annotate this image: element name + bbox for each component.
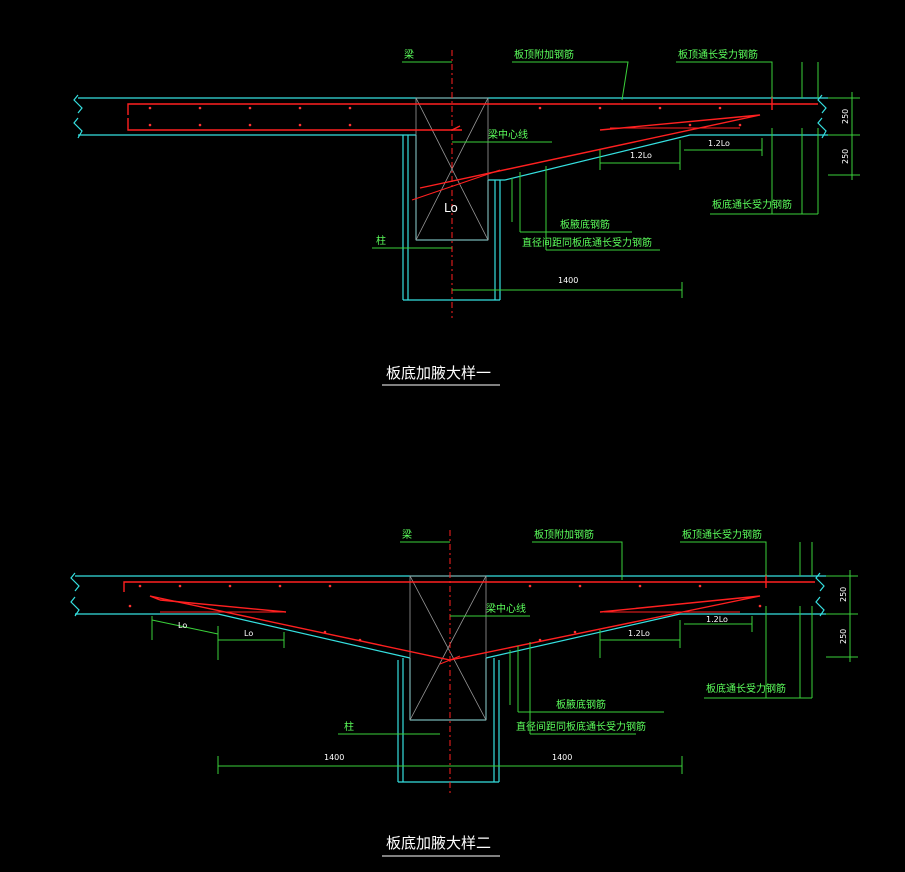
beam-box-2 [409,575,487,721]
label-lo-1: Lo [444,201,458,215]
detail-2: 梁 板顶附加钢筋 板顶通长受力钢筋 梁中心线 板腋底钢筋 直径间距同板底通长受力… [70,528,858,857]
texts-2: 梁 板顶附加钢筋 板顶通长受力钢筋 梁中心线 板腋底钢筋 直径间距同板底通长受力… [178,528,848,852]
texts-1: 梁 板顶附加钢筋 板顶通长受力钢筋 梁中心线 板腋底钢筋 直径间距同板底通长受力… [376,48,850,382]
title-detail-2: 板底加腋大样二 [386,834,491,852]
leaders-1 [372,61,819,251]
label-beam-2: 梁 [402,528,412,541]
label-same-as-bottom-rebar-1: 直径间距同板底通长受力钢筋 [522,236,652,249]
dim-haunch-width-right-2: 1400 [552,753,572,762]
label-same-as-bottom-rebar-2: 直径间距同板底通长受力钢筋 [516,720,646,733]
column-1 [402,135,501,301]
detail-1: 梁 板顶附加钢筋 板顶通长受力钢筋 梁中心线 板腋底钢筋 直径间距同板底通长受力… [73,48,860,386]
label-top-through-rebar-1: 板顶通长受力钢筋 [678,48,758,61]
label-top-through-rebar-2: 板顶通长受力钢筋 [682,528,762,541]
dim-thickness-top-1: 250 [841,109,850,124]
dim-lo-b-2: Lo [244,629,253,638]
leaders-2 [338,541,813,735]
dim-1-2lo-b-1: 1.2Lo [708,139,730,148]
dim-thickness-top-2: 250 [839,587,848,602]
label-beam-1: 梁 [404,48,414,61]
label-beam-centerline-1: 梁中心线 [488,128,528,141]
label-haunch-bottom-rebar-2: 板腋底钢筋 [556,698,606,711]
dim-thickness-bottom-1: 250 [841,149,850,164]
rebars-1 [127,96,818,201]
dimensions-2 [151,570,858,857]
label-top-additional-rebar-1: 板顶附加钢筋 [514,48,574,61]
dimensions-1 [382,92,860,386]
dim-1-2lo-b-2: 1.2Lo [706,615,728,624]
rebars-2 [123,574,815,665]
label-beam-centerline-2: 梁中心线 [486,602,526,615]
dim-thickness-bottom-2: 250 [839,629,848,644]
label-column-2: 柱 [344,720,354,733]
label-bottom-through-rebar-1: 板底通长受力钢筋 [712,198,792,211]
label-bottom-through-rebar-2: 板底通长受力钢筋 [706,682,786,695]
label-haunch-bottom-rebar-1: 板腋底钢筋 [560,218,610,231]
dim-lo-a-2: Lo [178,621,187,630]
dim-1-2lo-a-1: 1.2Lo [630,151,652,160]
dim-1-2lo-a-2: 1.2Lo [628,629,650,638]
dim-haunch-width-1: 1400 [558,276,578,285]
title-detail-1: 板底加腋大样一 [386,364,491,382]
label-top-additional-rebar-2: 板顶附加钢筋 [534,528,594,541]
column-2 [397,658,500,783]
label-column-1: 柱 [376,234,386,247]
dim-haunch-width-left-2: 1400 [324,753,344,762]
